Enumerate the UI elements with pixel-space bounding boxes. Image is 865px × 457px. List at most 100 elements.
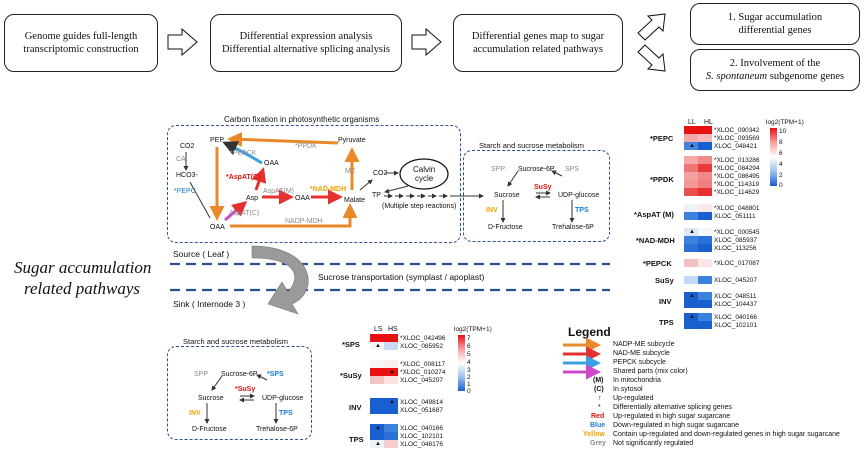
carbon-pyruvate: Pyruvate	[338, 137, 366, 144]
flow-box-result-1: 1. Sugar accumulation differential genes	[690, 3, 860, 45]
heat-right-group-label: *PPDK	[650, 175, 674, 184]
heat-bottom-tick: 6	[467, 343, 471, 350]
legend-text: PEPCK subcycle	[613, 359, 666, 366]
heat-right-group-label: SuSy	[655, 276, 674, 285]
calvin-cycle-ellipse	[399, 158, 449, 190]
heat-cell	[684, 244, 698, 252]
side-title-line2: related pathways	[24, 279, 140, 298]
heat-right-col1: LL	[688, 119, 696, 126]
up-arrow-icon: ▲	[689, 229, 695, 235]
heat-cell	[684, 164, 698, 172]
legend-mark-grey: Grey	[590, 440, 606, 447]
heat-cell	[370, 432, 384, 440]
starch-top-spp: SPP	[491, 166, 506, 173]
carbon-co2: CO2	[180, 143, 195, 150]
heat-right-group-label: *AspAT (M)	[634, 210, 674, 219]
heat-bottom-group-label: *SuSy	[340, 371, 362, 380]
heat-cell	[384, 406, 398, 414]
heat-cell	[370, 376, 384, 384]
legend-text: Not significantly regulated	[613, 440, 694, 447]
flow-box-text: Differential genes map to sugar	[471, 31, 605, 42]
heat-cell	[370, 368, 384, 376]
heat-cell	[384, 398, 398, 406]
carbon-nad-mdh: *NAD-MDH	[310, 186, 347, 193]
starch-top-inv: INV	[486, 207, 498, 214]
heat-cell	[684, 180, 698, 188]
heat-cell	[384, 368, 398, 376]
flow-box-text: S. spontaneum subgenome genes	[705, 71, 845, 82]
heat-right-row: XLOC_085937	[714, 237, 758, 244]
heat-right-row: XLOC_040166	[714, 314, 758, 321]
heat-cell	[698, 188, 712, 196]
heat-right-tick: 4	[779, 161, 783, 168]
side-title-line1: Sugar accumulation	[14, 258, 152, 277]
heat-right-row: XLOC_104437	[714, 301, 758, 308]
heat-bottom-tick: 1	[467, 381, 471, 388]
heat-cell	[684, 204, 698, 212]
flow-arrow-down-icon	[637, 44, 666, 72]
carbon-oaa-mid: OAA	[295, 195, 310, 202]
starch-bottom-fructose: D-Fructose	[192, 426, 227, 433]
up-arrow-icon: ▲	[689, 293, 695, 299]
carbon-ca: CA	[176, 156, 186, 163]
heat-bottom-row: *XLOC_042496	[400, 335, 446, 342]
heat-cell	[698, 172, 712, 180]
legend-asterisk-icon: *	[598, 404, 601, 411]
carbon-pepck: *PEPCK	[230, 150, 257, 157]
flow-box-text: Differential expression analysis	[239, 31, 373, 42]
legend-text: Up-regulated	[613, 395, 654, 402]
heat-cell	[684, 228, 698, 236]
heat-right-group-label: *PEPCK	[643, 259, 672, 268]
legend-mark: (C)	[594, 386, 604, 393]
flow-arrow-up-icon	[637, 13, 666, 41]
heat-right-tick: 10	[779, 128, 787, 135]
flow-arrow-icon	[167, 27, 198, 57]
heat-cell	[684, 300, 698, 308]
calvin-line2: cycle	[415, 174, 434, 183]
starch-bottom-inv: INV	[189, 410, 201, 417]
heat-bottom-row: XLOC_051687	[400, 407, 444, 414]
carbon-asp: Asp	[246, 195, 259, 202]
heat-right-row: XLOC_048421	[714, 143, 758, 150]
starch-bottom-sucrose6p: Sucrose-6P	[221, 371, 258, 378]
heat-right-row: XLOC_113256	[714, 245, 757, 252]
legend-text: Contain up-regulated and down-regulated …	[613, 431, 840, 438]
heat-cell	[698, 313, 712, 321]
heat-bottom-group-label: TPS	[349, 435, 364, 444]
legend-mark-blue: Blue	[590, 422, 606, 429]
carbon-hco3: HCO3-	[176, 172, 198, 179]
heat-right-colorbar	[770, 128, 777, 186]
heat-cell	[684, 236, 698, 244]
carbon-oaa-left: OAA	[210, 224, 225, 231]
heat-right-row: *XLOC_017087	[714, 260, 760, 267]
heat-cell	[698, 259, 712, 267]
legend-text: Down-regulated in high sugar sugarcane	[613, 422, 740, 429]
heat-cell	[698, 228, 712, 236]
carbon-aspat-m: AspAT(M)	[263, 188, 294, 195]
heat-bottom-colorbar	[458, 335, 465, 391]
heat-cell	[698, 164, 712, 172]
flow-box-text: 2. Involvement of the	[729, 58, 821, 69]
carbon-tp: TP	[372, 192, 381, 199]
heat-right-group-label: TPS	[659, 318, 674, 327]
heat-cell	[684, 321, 698, 329]
heat-cell	[370, 424, 384, 432]
starch-top-tps: TPS	[575, 207, 589, 214]
heat-right-tick: 0	[779, 182, 783, 189]
starch-top-title: Starch and sucrose metabolism	[477, 141, 587, 150]
heat-bottom-row: XLOC_040166	[400, 425, 444, 432]
heat-cell	[384, 376, 398, 384]
heat-cell	[698, 134, 712, 142]
heat-right-tick: 6	[779, 150, 783, 157]
carbon-aspat-c: AspAT(C)	[229, 210, 260, 217]
heat-cell	[698, 244, 712, 252]
starch-bottom-title: Starch and sucrose metabolism	[181, 337, 291, 346]
heat-cell	[698, 212, 712, 220]
flow-box-text: Genome guides full-length	[24, 31, 138, 42]
heat-cell	[384, 360, 398, 368]
heat-bottom-row: *XLOC_008117	[400, 361, 446, 368]
heat-right-row: *XLOC_086495	[714, 173, 760, 180]
starch-top-fructose: D-Fructose	[488, 224, 523, 231]
